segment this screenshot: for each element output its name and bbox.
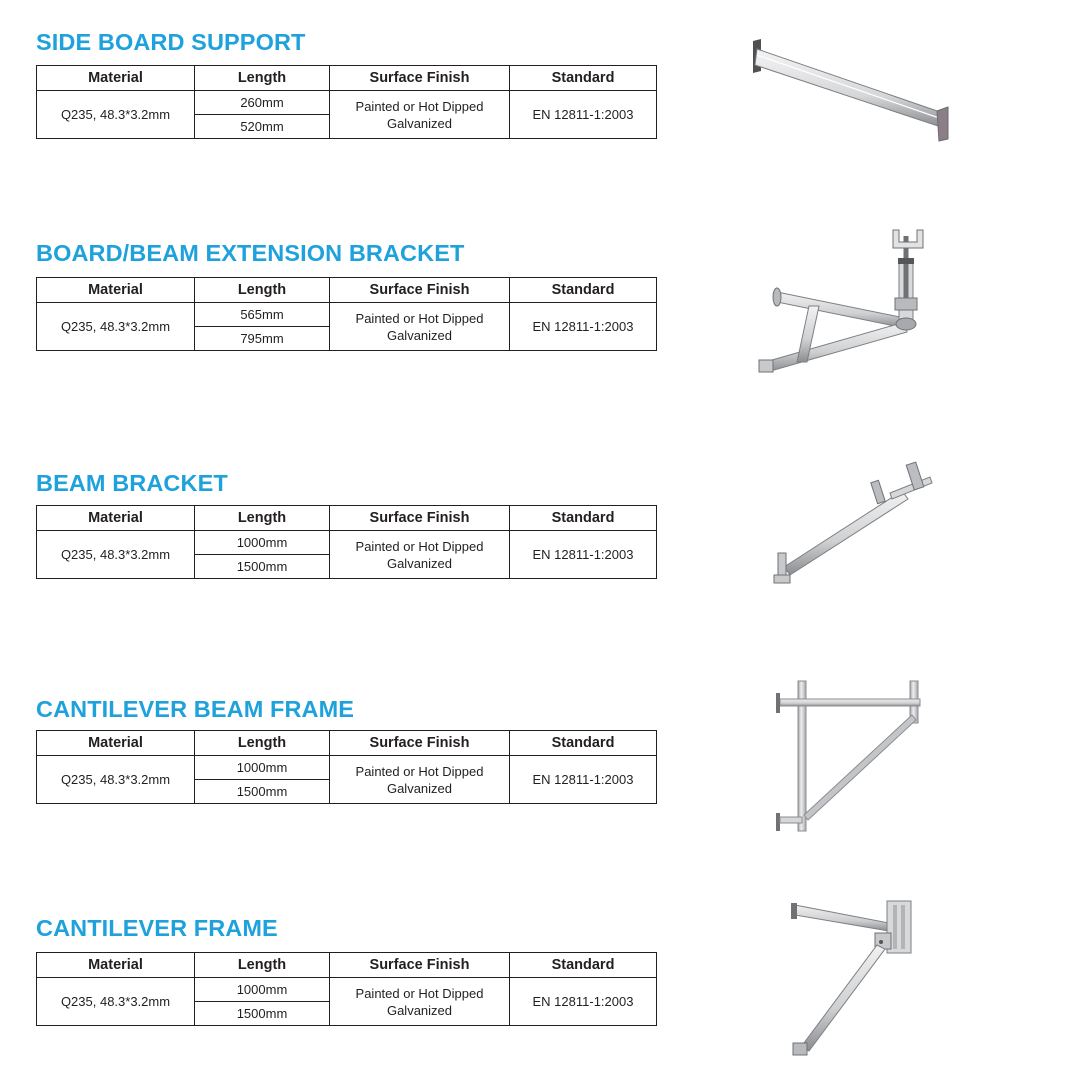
header-surface-finish: Surface Finish <box>329 65 510 91</box>
finish-line: Painted or Hot Dipped <box>355 310 484 326</box>
spec-table: Material Length Surface Finish Standard … <box>36 277 657 351</box>
standard-value: EN 12811-1:2003 <box>509 90 657 139</box>
spec-table: Material Length Surface Finish Standard … <box>36 952 657 1026</box>
header-material: Material <box>36 277 195 303</box>
header-surface-finish: Surface Finish <box>329 277 510 303</box>
finish-line: Galvanized <box>386 1002 453 1018</box>
finish-line: Painted or Hot Dipped <box>355 985 484 1001</box>
header-material: Material <box>36 952 195 978</box>
finish-line: Galvanized <box>386 115 453 131</box>
material-value: Q235, 48.3*3.2mm <box>36 530 195 579</box>
length-value: 1500mm <box>194 779 330 804</box>
cantilever-beam-frame-icon <box>770 677 930 835</box>
finish-line: Galvanized <box>386 555 453 571</box>
header-standard: Standard <box>509 505 657 531</box>
product-title: SIDE BOARD SUPPORT <box>36 29 306 55</box>
material-value: Q235, 48.3*3.2mm <box>36 302 195 351</box>
header-length: Length <box>194 730 330 756</box>
header-length: Length <box>194 277 330 303</box>
finish-line: Painted or Hot Dipped <box>355 763 484 779</box>
header-surface-finish: Surface Finish <box>329 952 510 978</box>
length-value: 260mm <box>194 90 330 115</box>
finish-line: Galvanized <box>386 780 453 796</box>
product-title: BOARD/BEAM EXTENSION BRACKET <box>36 240 465 266</box>
header-standard: Standard <box>509 65 657 91</box>
spec-table: Material Length Surface Finish Standard … <box>36 730 657 804</box>
standard-value: EN 12811-1:2003 <box>509 755 657 804</box>
length-value: 795mm <box>194 326 330 351</box>
header-length: Length <box>194 505 330 531</box>
material-value: Q235, 48.3*3.2mm <box>36 90 195 139</box>
header-material: Material <box>36 730 195 756</box>
header-length: Length <box>194 952 330 978</box>
finish-line: Painted or Hot Dipped <box>355 98 484 114</box>
length-value: 1000mm <box>194 977 330 1002</box>
length-value: 520mm <box>194 114 330 139</box>
product-title: CANTILEVER BEAM FRAME <box>36 696 355 722</box>
length-value: 1000mm <box>194 530 330 555</box>
header-standard: Standard <box>509 277 657 303</box>
material-value: Q235, 48.3*3.2mm <box>36 977 195 1026</box>
product-title: CANTILEVER FRAME <box>36 915 278 941</box>
finish-line: Painted or Hot Dipped <box>355 538 484 554</box>
material-value: Q235, 48.3*3.2mm <box>36 755 195 804</box>
spec-table: Material Length Surface Finish Standard … <box>36 505 657 579</box>
cantilever-frame-icon <box>785 893 925 1065</box>
standard-value: EN 12811-1:2003 <box>509 302 657 351</box>
extension-bracket-icon <box>755 222 955 377</box>
standard-value: EN 12811-1:2003 <box>509 530 657 579</box>
product-title: BEAM BRACKET <box>36 470 228 496</box>
length-value: 1500mm <box>194 554 330 579</box>
side-board-support-icon <box>745 35 955 147</box>
header-surface-finish: Surface Finish <box>329 730 510 756</box>
length-value: 1500mm <box>194 1001 330 1026</box>
header-standard: Standard <box>509 952 657 978</box>
length-value: 1000mm <box>194 755 330 780</box>
header-standard: Standard <box>509 730 657 756</box>
finish-line: Galvanized <box>386 327 453 343</box>
header-length: Length <box>194 65 330 91</box>
header-material: Material <box>36 65 195 91</box>
beam-bracket-icon <box>770 455 950 590</box>
length-value: 565mm <box>194 302 330 327</box>
standard-value: EN 12811-1:2003 <box>509 977 657 1026</box>
header-surface-finish: Surface Finish <box>329 505 510 531</box>
spec-table: Material Length Surface Finish Standard … <box>36 65 657 139</box>
header-material: Material <box>36 505 195 531</box>
